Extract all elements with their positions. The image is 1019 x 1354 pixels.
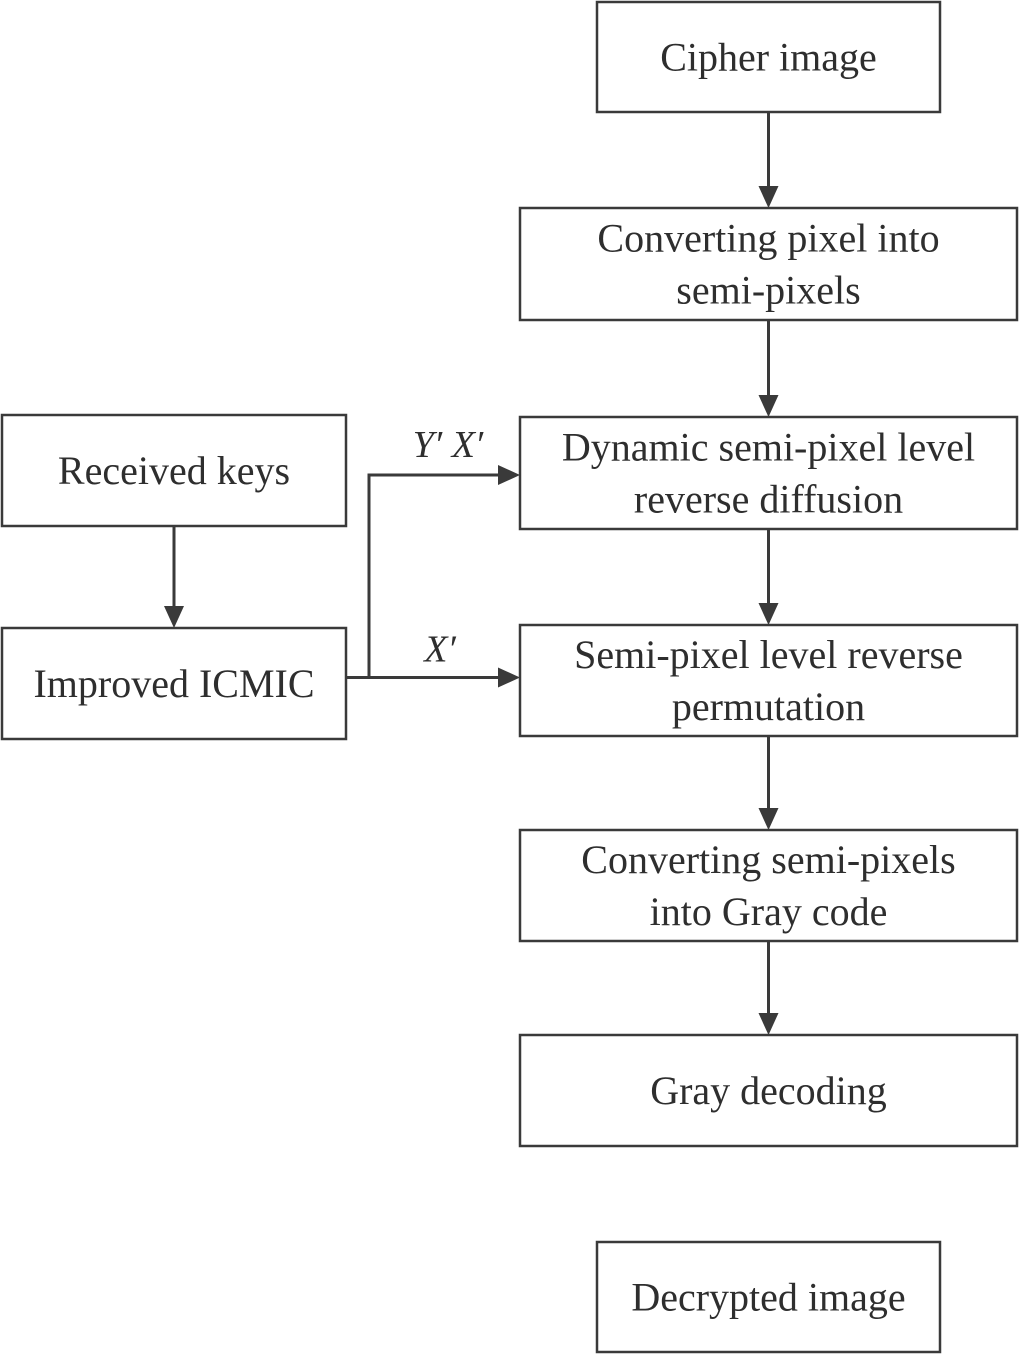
node-received-keys: Received keys <box>0 413 348 528</box>
edge-dynamic-diffusion-to-reverse-permutation <box>758 529 779 625</box>
arrow-head <box>758 603 779 625</box>
node-box <box>0 626 348 741</box>
node-converting-gray: Converting semi-pixels into Gray code <box>518 828 1019 943</box>
node-box <box>518 415 1019 531</box>
node-decrypted-image: Decrypted image <box>595 1240 942 1354</box>
node-improved-icmic: Improved ICMIC <box>0 626 348 741</box>
node-cipher-image: Cipher image <box>595 0 942 114</box>
node-label-line: Converting semi-pixels <box>581 837 955 882</box>
node-label-line: Converting pixel into <box>597 216 939 261</box>
node-converting-pixel: Converting pixel into semi-pixels <box>518 206 1019 322</box>
edge-cipher-image-to-converting-pixel <box>758 112 779 208</box>
arrow-head <box>498 465 520 485</box>
node-box <box>0 413 348 528</box>
node-reverse-permutation: Semi-pixel level reverse permutation <box>518 623 1019 738</box>
node-box <box>518 828 1019 943</box>
node-label-line: Decrypted image <box>631 1275 905 1320</box>
arrow-head <box>164 606 184 628</box>
node-label-line: into Gray code <box>650 889 888 934</box>
node-label-line: Improved ICMIC <box>33 661 314 706</box>
arrow-head <box>498 667 520 688</box>
edge-converting-gray-to-gray-decoding <box>758 941 779 1035</box>
node-label-line: permutation <box>672 684 865 729</box>
node-label-line: Received keys <box>58 448 290 493</box>
node-label-line: Semi-pixel level reverse <box>574 632 963 677</box>
node-label-line: reverse diffusion <box>634 477 903 522</box>
edge-received-keys-to-improved-icmic <box>164 526 184 628</box>
edge-line <box>346 473 500 679</box>
edge-label: X′ <box>422 629 456 671</box>
edge-reverse-permutation-to-converting-gray <box>758 736 779 830</box>
node-label-line: Dynamic semi-pixel level <box>562 425 975 470</box>
arrow-head <box>758 186 779 208</box>
edge-improved-icmic-to-reverse-permutation <box>346 667 520 688</box>
edge-labels-layer: Y′ X′ X′ <box>413 424 484 671</box>
node-box <box>595 1240 942 1354</box>
edge-label: Y′ X′ <box>413 424 484 466</box>
edge-converting-pixel-to-dynamic-diffusion <box>758 320 779 417</box>
node-box <box>518 1033 1019 1148</box>
node-gray-decoding: Gray decoding <box>518 1033 1019 1148</box>
arrow-head <box>758 808 779 830</box>
node-label-line: Cipher image <box>660 35 877 80</box>
node-label-line: semi-pixels <box>676 268 860 313</box>
node-box <box>595 0 942 114</box>
node-box <box>518 623 1019 738</box>
arrow-head <box>758 1013 779 1035</box>
arrow-head <box>758 395 779 417</box>
node-label-line: Gray decoding <box>650 1068 887 1113</box>
node-dynamic-diffusion: Dynamic semi-pixel level reverse diffusio… <box>518 415 1019 531</box>
node-box <box>518 206 1019 322</box>
